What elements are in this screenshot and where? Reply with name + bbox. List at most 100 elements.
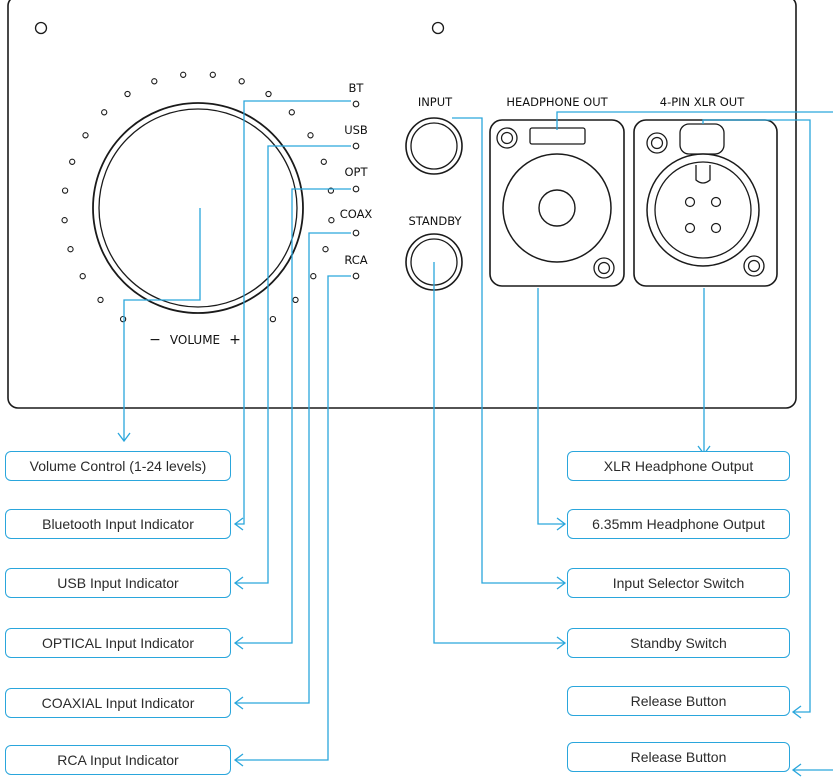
leader-input-selector-arrow [556,576,567,590]
leader-rca-arrow [233,753,244,767]
input-label: INPUT [418,95,453,109]
led-bt [352,100,360,108]
volume-scale-dot [265,90,272,98]
indicator-label-bt: BT [349,81,365,95]
volume-scale-dot [151,78,158,85]
leader-input-selector [452,117,564,584]
xlr-out-label: 4-PIN XLR OUT [660,95,745,109]
leader-lines [117,100,833,777]
indicator-label-usb: USB [344,123,368,137]
leader-standby [433,262,564,644]
standby-label: STANDBY [408,214,462,228]
callout-coaxial-indicator: COAXIAL Input Indicator [5,688,231,718]
leader-release-headphone-arrow [791,763,802,777]
volume-scale-dot [67,246,74,253]
volume-scale-dot [320,158,327,165]
headphone-jack-screw-top [496,127,518,149]
volume-scale-dot [101,109,108,116]
headphone-jack-screw-bottom [593,257,615,279]
volume-scale-dot [97,296,104,304]
leader-usb-arrow [233,576,244,590]
xlr-jack-screw-bottom [743,255,765,277]
volume-scale-dot [322,246,329,253]
input-selector-button-inner [410,122,458,170]
volume-scale-dot [292,296,299,304]
led-usb [352,142,360,150]
callout-input-selector-switch: Input Selector Switch [567,568,790,598]
leader-bt-arrow [233,517,244,531]
leader-standby-arrow [556,636,567,650]
volume-scale-dot [69,158,76,165]
volume-scale-dot [180,71,187,78]
volume-label: VOLUME [170,333,220,347]
indicator-label-opt: OPT [344,165,368,179]
volume-minus-label: − [149,332,161,348]
led-coax [352,229,360,237]
leader-coax [236,232,351,704]
callout-rca-indicator: RCA Input Indicator [5,745,231,775]
mount-hole-left [34,21,48,35]
leader-bt [236,100,351,525]
mount-hole-center [431,21,445,35]
xlr-key-notch [695,165,711,184]
xlr-pin-4 [710,222,722,234]
leader-release-xlr [702,119,811,713]
led-rca [352,272,360,280]
input-selector-button[interactable] [405,117,463,175]
volume-scale-dot [209,71,216,78]
volume-scale-dot [310,273,317,280]
xlr-jack-screw-top-inner [650,136,664,150]
xlr-pin-1 [684,196,696,208]
callout-635mm-headphone-output: 6.35mm Headphone Output [567,509,790,539]
volume-scale-dot [119,315,127,323]
leader-usb [236,145,351,584]
leader-coax-arrow [233,696,244,710]
volume-scale-dot [61,217,68,224]
callout-usb-indicator: USB Input Indicator [5,568,231,598]
leader-opt [236,188,351,644]
headphone-jack-socket [538,189,576,227]
xlr-jack-outer [646,153,760,267]
leader-volume-arrow [117,432,131,443]
indicator-label-coax: COAX [340,207,373,221]
xlr-pin-3 [684,222,696,234]
volume-knob-inner [98,108,298,308]
callout-release-button-headphone: Release Button [567,742,790,772]
volume-knob[interactable] [92,102,304,314]
leader-headphone-out-arrow [556,517,567,531]
leader-opt-arrow [233,636,244,650]
led-opt [352,185,360,193]
xlr-jack-inner [654,161,752,259]
volume-scale-dot [238,78,245,85]
volume-scale-dot [288,109,295,116]
callout-volume-control: Volume Control (1-24 levels) [5,451,231,481]
volume-scale-dot [79,273,86,280]
leader-headphone-out [537,288,564,525]
volume-plus-label: + [229,332,241,348]
indicator-label-rca: RCA [344,253,367,267]
leader-release-headphone [556,111,833,130]
xlr-jack-screw-top [646,132,668,154]
xlr-release-tab[interactable] [679,123,725,155]
callout-xlr-headphone-output: XLR Headphone Output [567,451,790,481]
volume-scale-dot [61,187,69,194]
volume-scale-dot [82,132,89,139]
callout-release-button-xlr: Release Button [567,686,790,716]
callout-optical-indicator: OPTICAL Input Indicator [5,628,231,658]
leader-volume [123,208,201,440]
volume-scale-dot [124,90,131,98]
headphone-out-label: HEADPHONE OUT [506,95,608,109]
volume-scale-dot [307,132,314,139]
headphone-jack-screw-bottom-inner [597,261,611,275]
xlr-pin-2 [710,196,722,208]
volume-scale-dot [328,217,335,224]
leader-rca [236,275,351,761]
volume-scale-dot [269,315,277,323]
headphone-release-tab[interactable] [529,127,586,145]
callout-bluetooth-indicator: Bluetooth Input Indicator [5,509,231,539]
xlr-jack-screw-bottom-inner [747,259,761,273]
leader-release-xlr-arrow [791,705,802,719]
headphone-jack-screw-top-inner [500,131,514,145]
